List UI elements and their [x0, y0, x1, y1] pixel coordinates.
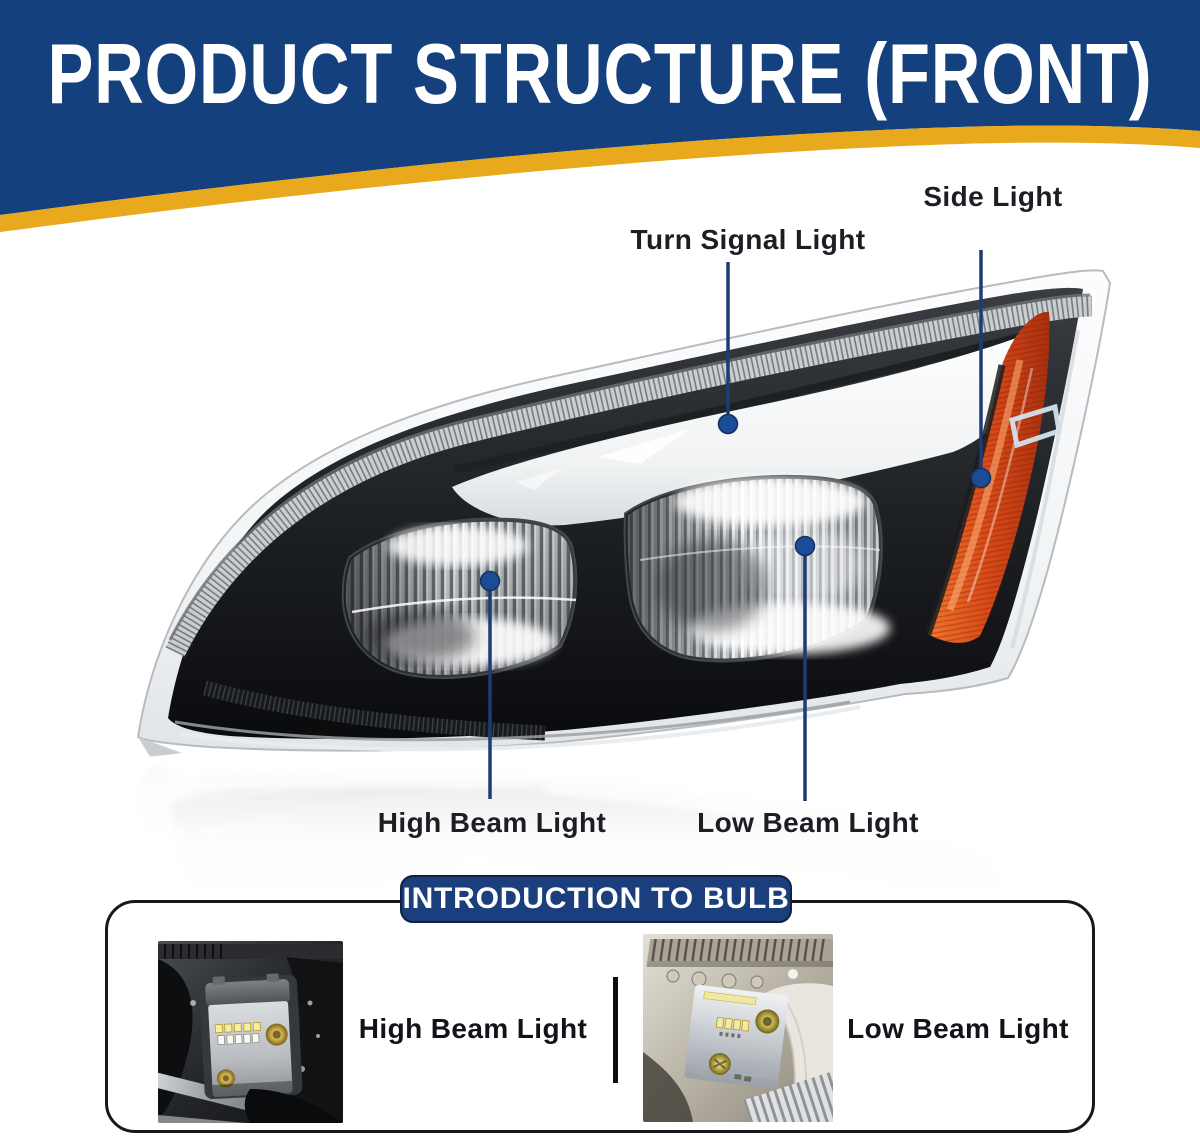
- bulb-section-divider: [613, 977, 618, 1083]
- headlight-photo-art: [136, 269, 1112, 757]
- high-beam-bulb-photo: [158, 941, 343, 1123]
- high-beam-light-label: High Beam Light: [377, 807, 607, 838]
- bulb-intro-badge: INTRODUCTION TO BULB: [400, 875, 792, 923]
- low-beam-bulb-photo: [643, 934, 833, 1122]
- turn-signal-dot: [717, 413, 739, 435]
- page-title: PRODUCT STRUCTURE (FRONT): [48, 27, 1153, 122]
- high-beam-dot: [479, 570, 501, 592]
- side-light-dot: [970, 467, 992, 489]
- low-beam-light-label: Low Beam Light: [697, 807, 919, 838]
- low-beam-dot: [794, 535, 816, 557]
- header-gold-swoosh: [0, 125, 1200, 232]
- callout-lines: [479, 250, 992, 801]
- side-light-label: Side Light: [923, 181, 1063, 212]
- header-banner: PRODUCT STRUCTURE (FRONT): [0, 0, 1200, 232]
- bulb-intro-badge-label: INTRODUCTION TO BULB: [402, 882, 790, 915]
- headlight-illustration: [0, 250, 1200, 900]
- low-beam-bulb-label: Low Beam Light: [847, 1013, 1069, 1044]
- high-beam-bulb-label: High Beam Light: [358, 1013, 588, 1044]
- turn-signal-light-label: Turn Signal Light: [630, 224, 866, 255]
- header-banner-shape: [0, 0, 1200, 215]
